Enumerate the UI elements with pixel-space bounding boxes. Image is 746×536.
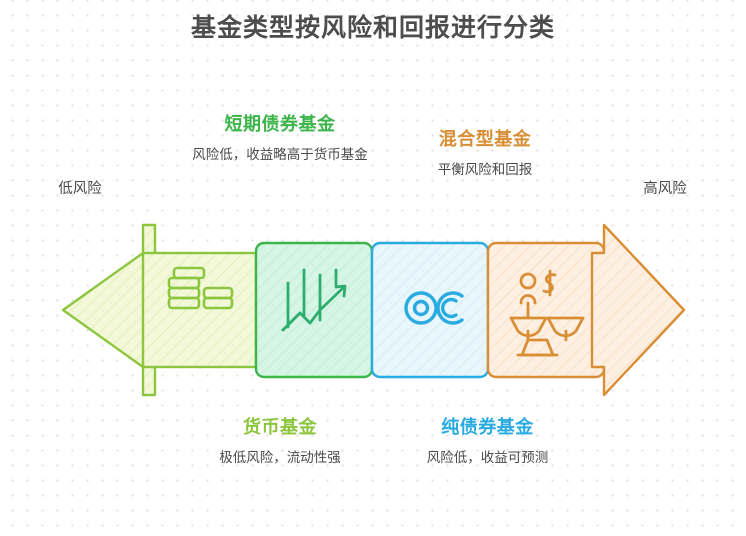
callout-money-fund: 货币基金 极低风险，流动性强 (180, 416, 380, 467)
page-title: 基金类型按风险和回报进行分类 (190, 14, 555, 42)
risk-return-arrow-diagram (0, 215, 746, 405)
callout-title-short-bond-fund: 短期债券基金 (224, 114, 336, 134)
callout-hybrid-fund: 混合型基金 平衡风险和回报 (395, 128, 575, 179)
segment-short-bond-fund[interactable] (254, 241, 374, 379)
callout-desc-money-fund: 极低风险，流动性强 (219, 449, 341, 465)
callout-desc-hybrid-fund: 平衡风险和回报 (437, 161, 533, 177)
callout-pure-bond-fund: 纯债券基金 风险低，收益可预测 (385, 416, 590, 467)
callout-title-pure-bond-fund: 纯债券基金 (441, 417, 534, 437)
arrow-head-left (61, 223, 157, 397)
arrow-head-right (590, 223, 686, 397)
coins-circles-icon (404, 291, 464, 325)
callout-desc-short-bond-fund: 风险低，收益略高于货币基金 (192, 146, 368, 162)
segment-money-fund[interactable] (141, 251, 258, 369)
balance-scale-icon (509, 269, 585, 357)
coins-stack-icon (167, 266, 234, 310)
low-risk-label: 低风险 (58, 181, 102, 197)
high-risk-label: 高风险 (643, 181, 687, 197)
callout-title-hybrid-fund: 混合型基金 (438, 129, 532, 149)
segment-hybrid-fund[interactable] (486, 241, 606, 379)
callout-short-bond-fund: 短期债券基金 风险低，收益略高于货币基金 (180, 113, 380, 164)
growth-chart-icon (281, 268, 347, 332)
callout-desc-pure-bond-fund: 风险低，收益可预测 (426, 449, 549, 465)
callout-title-money-fund: 货币基金 (243, 417, 317, 437)
segment-pure-bond-fund[interactable] (370, 241, 490, 379)
